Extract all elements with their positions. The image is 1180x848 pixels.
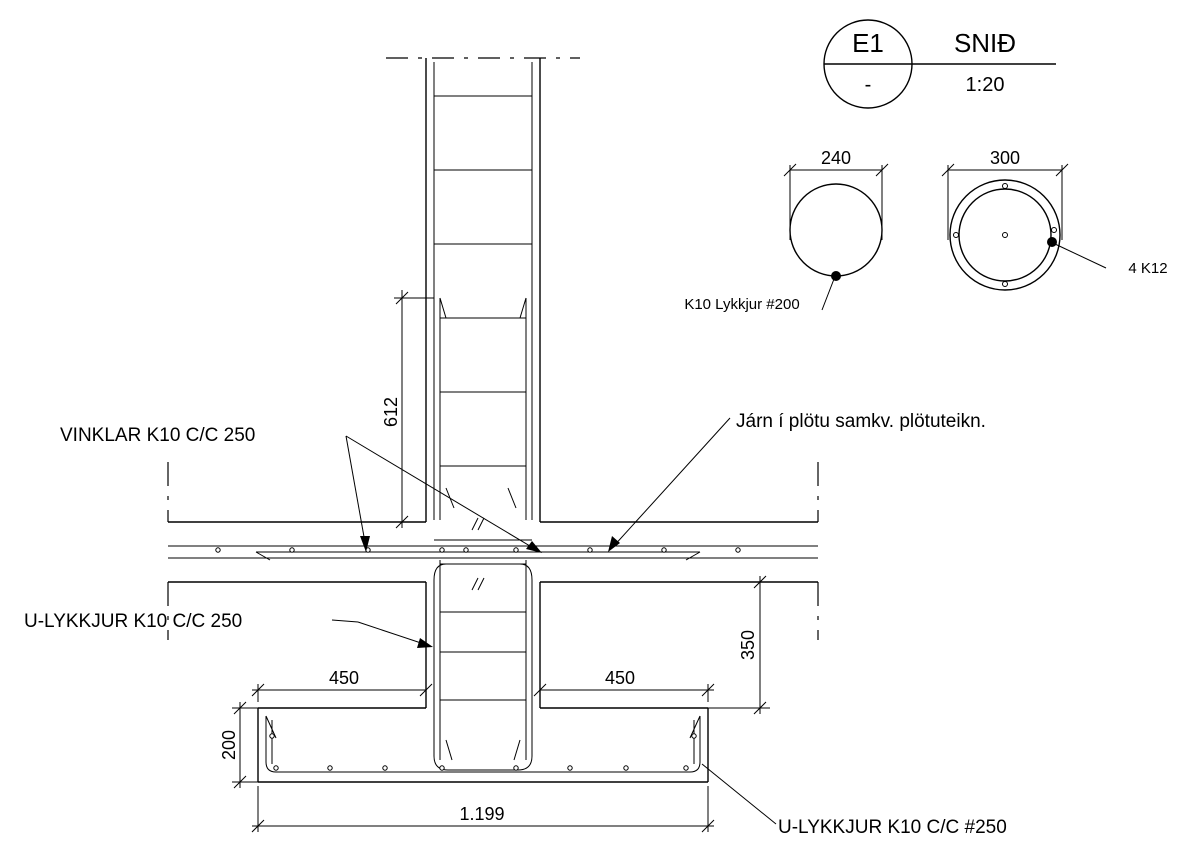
dim-1199: 1.199 bbox=[459, 804, 504, 824]
callout-slab-rebar: Járn í plötu samkv. plötuteikn. bbox=[608, 411, 986, 552]
label-4-k12: 4 K12 bbox=[1128, 260, 1167, 277]
dim-450-left: 450 bbox=[329, 668, 359, 688]
label-vinklar: VINKLAR K10 C/C 250 bbox=[60, 425, 255, 446]
section-circle-300-outer bbox=[949, 179, 1061, 291]
cross-section-240: 240 K10 Lykkjur #200 bbox=[684, 148, 889, 313]
dim-240: 240 bbox=[821, 148, 851, 168]
dimension-350: 350 bbox=[708, 575, 770, 715]
dim-450-right: 450 bbox=[605, 668, 635, 688]
wall bbox=[386, 57, 580, 686]
dimension-450-right: 450 bbox=[533, 668, 715, 702]
dim-200: 200 bbox=[219, 730, 239, 760]
dim-300: 300 bbox=[990, 148, 1020, 168]
wall-lower bbox=[433, 560, 533, 771]
detail-id: E1 bbox=[852, 28, 884, 58]
detail-sheet: - bbox=[865, 74, 872, 96]
drawing-scale: 1:20 bbox=[966, 74, 1005, 96]
slab bbox=[167, 462, 819, 640]
label-u-lykkjur-footing: U-LYKKJUR K10 C/C #250 bbox=[778, 817, 1007, 838]
label-slab-rebar: Járn í plötu samkv. plötuteikn. bbox=[736, 411, 986, 432]
dimension-200: 200 bbox=[219, 701, 258, 789]
dimension-450-left: 450 bbox=[251, 668, 433, 702]
footing bbox=[257, 686, 709, 783]
dim-612: 612 bbox=[381, 397, 401, 427]
cross-section-300: 300 4 K12 bbox=[941, 148, 1168, 291]
rebar-dot-left bbox=[831, 271, 841, 281]
callout-u-lykkjur-footing: U-LYKKJUR K10 C/C #250 bbox=[701, 763, 1007, 838]
section-title: SNIÐ bbox=[954, 28, 1016, 58]
dimension-612: 612 bbox=[381, 290, 434, 529]
dimension-1199: 1.199 bbox=[251, 786, 715, 833]
dim-350: 350 bbox=[738, 630, 758, 660]
rebar-dot-right bbox=[1047, 237, 1057, 247]
callout-vinklar: VINKLAR K10 C/C 250 bbox=[60, 425, 542, 553]
section-circle-240 bbox=[789, 183, 883, 277]
title-block: E1 - SNIÐ 1:20 bbox=[823, 19, 1056, 109]
label-u-lykkjur-wall: U-LYKKJUR K10 C/C 250 bbox=[24, 611, 242, 632]
label-k10-lykkjur: K10 Lykkjur #200 bbox=[684, 296, 799, 313]
callout-u-lykkjur-wall: U-LYKKJUR K10 C/C 250 bbox=[24, 611, 433, 648]
